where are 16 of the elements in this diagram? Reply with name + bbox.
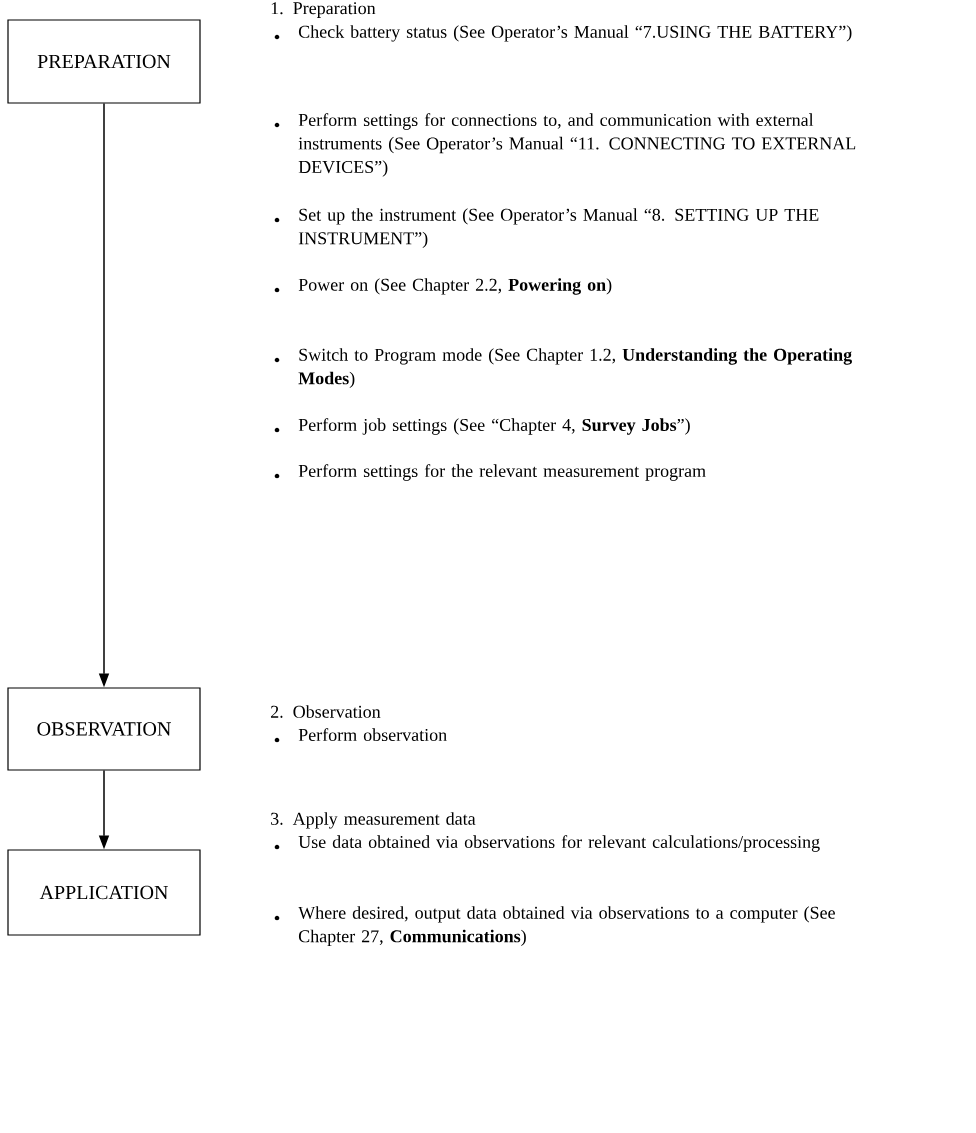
step-item: Use data obtained via observations for relevant calculations/processing [298,835,820,852]
step-item: Power on (See Chapter 2.2, Powering on) [298,278,612,295]
step-item: Set up the instrument (See Operator’s Manual “8. SETTING UP THE INSTRUMENT”) [298,208,819,248]
stage-box: PREPARATION [7,19,201,104]
step-heading: 3. Apply measurement data [271,812,476,829]
step-heading: 1. Preparation [271,2,376,18]
step-heading: 2. Observation [271,705,381,718]
step-item: Switch to Program mode (See Chapter 1.2, Understanding the Operating Modes) [298,348,852,388]
stage-box: APPLICATION [7,849,201,936]
step-item: Perform job settings (See “Chapter 4, Survey Jobs”) [298,418,690,435]
step-item: Check battery status (See Operator’s Manual “7.USING THE BATTERY”) [298,25,852,42]
stage-box: OBSERVATION [7,687,201,771]
step-item: Perform observation [298,728,447,742]
step-item: Perform settings for connections to, and communication with external instruments (See Operator’s Manual “11. CONNECTING TO EXTERNAL DEVICES”) [298,113,856,177]
step-item: Perform settings for the relevant measurement program [298,464,706,481]
step-item: Where desired, output data obtained via observations to a computer (See Chapter 27, Communications) [298,906,835,946]
